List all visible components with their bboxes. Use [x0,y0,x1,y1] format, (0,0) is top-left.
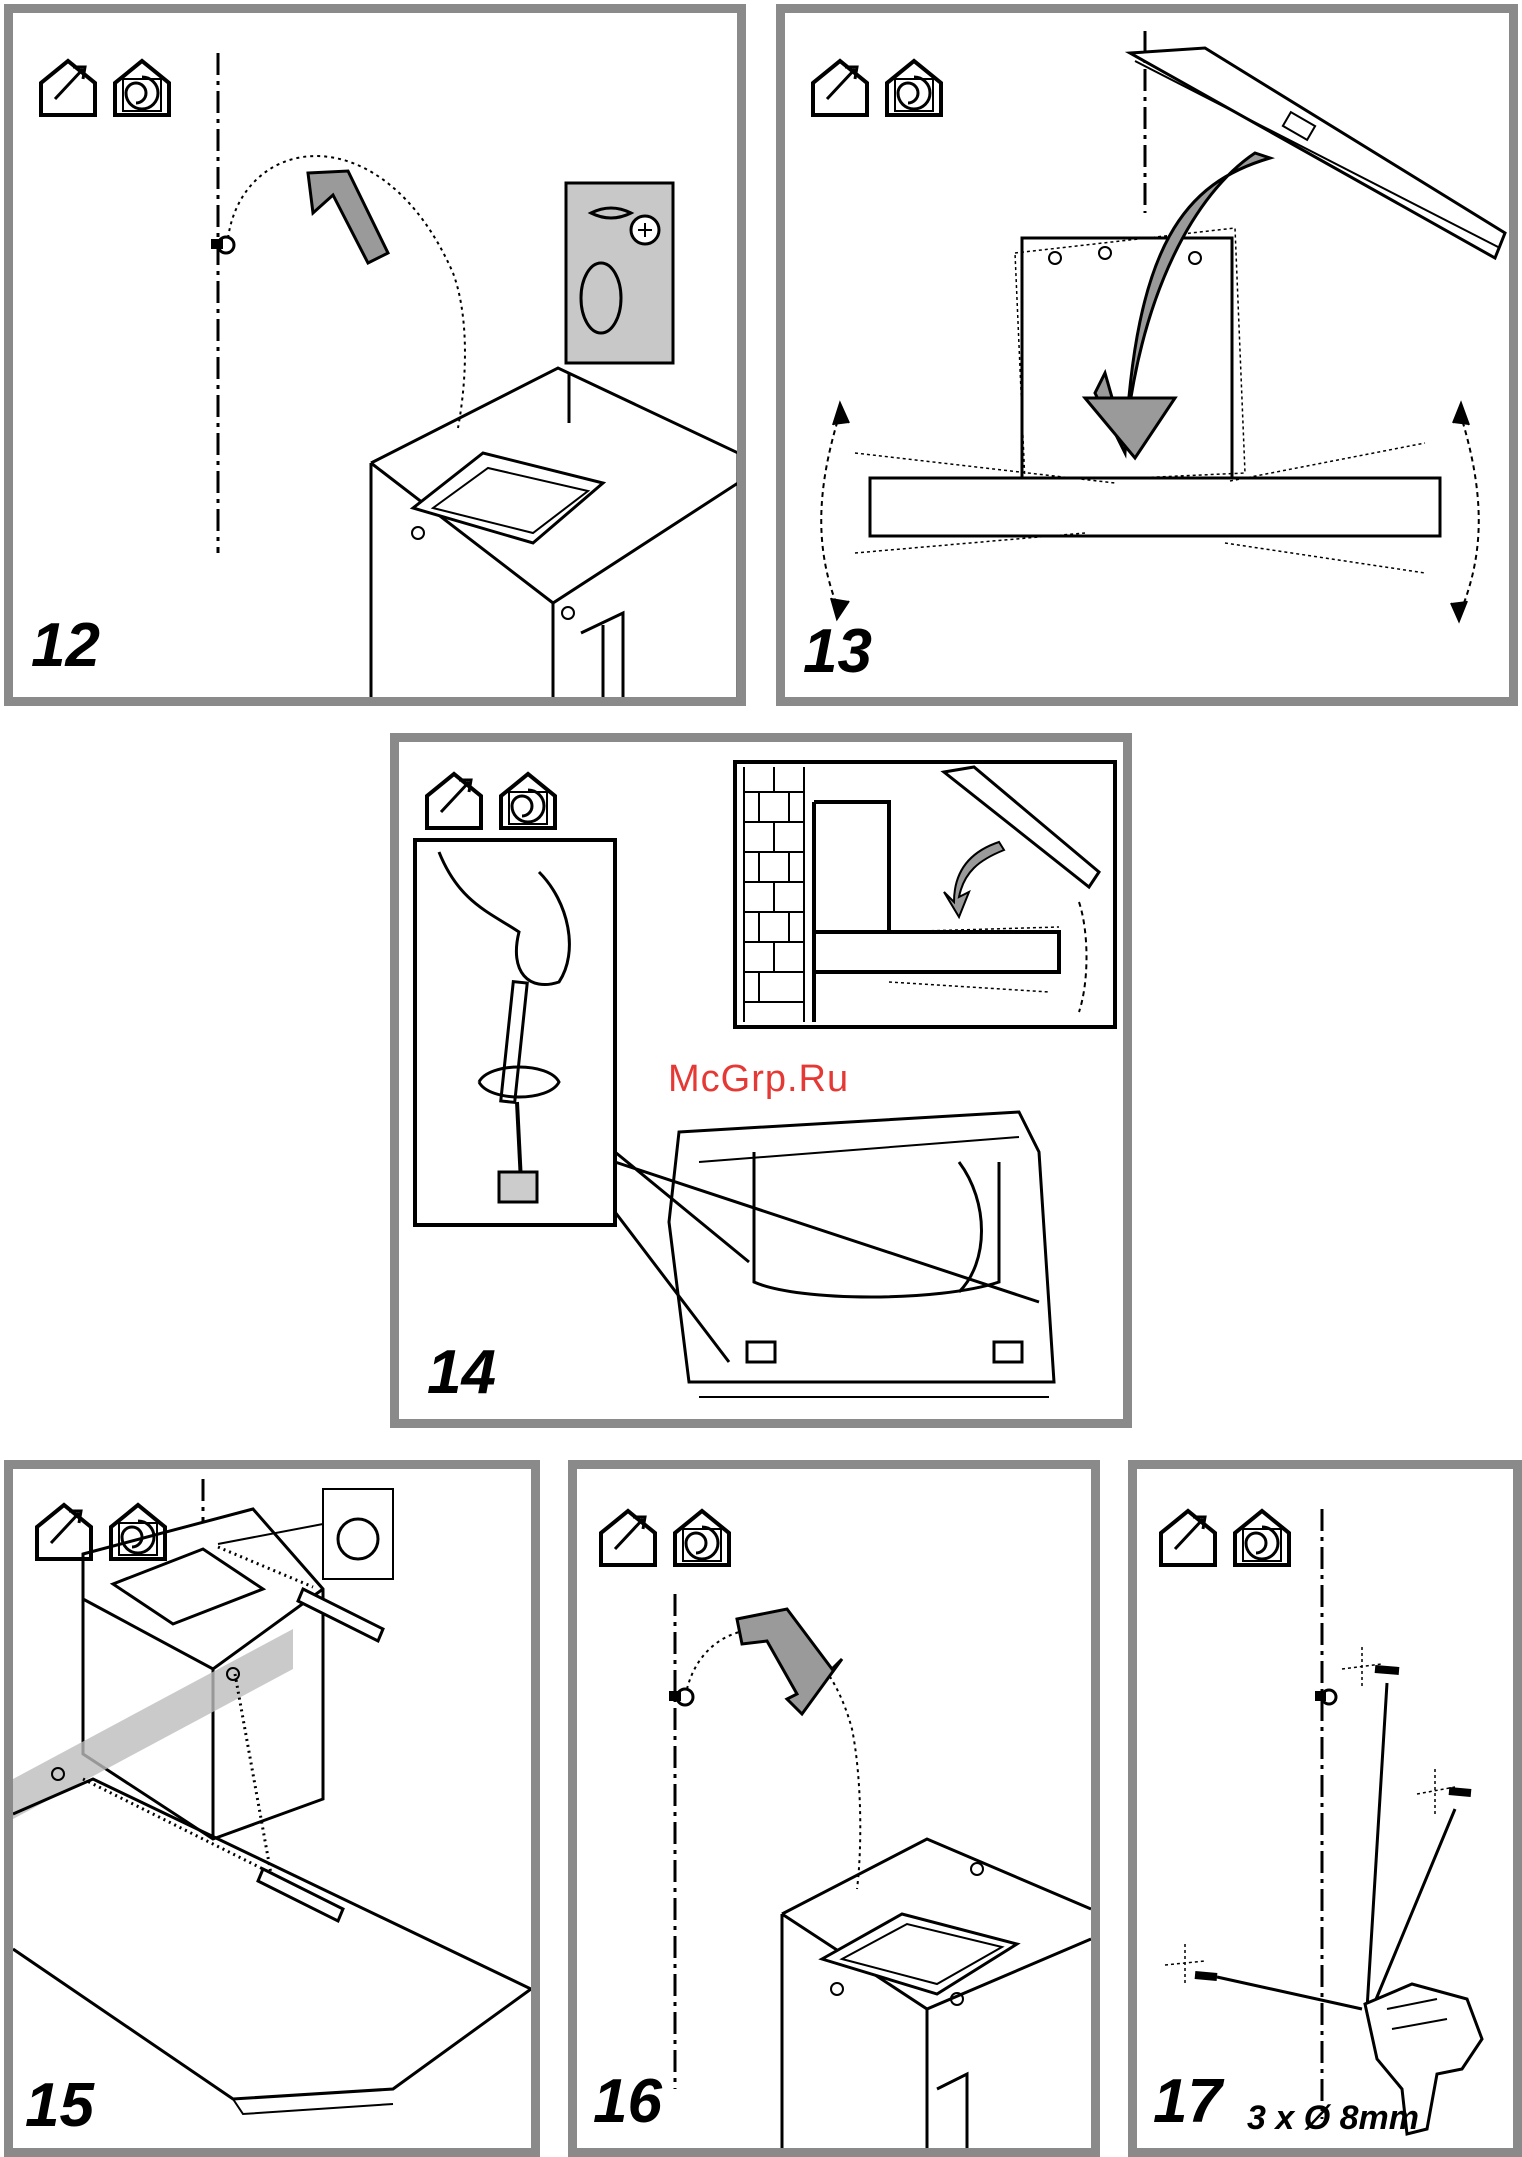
screw-icon [211,237,234,253]
screw-icon [1315,1690,1336,1704]
install-type-icons [31,1499,171,1561]
recirculation-icon [495,768,561,830]
step-number: 12 [31,615,100,677]
panel-step-12: 12 [4,4,746,706]
illustration-step-15 [13,1469,531,2148]
recirculation-icon [1229,1505,1295,1567]
step-number: 17 [1153,2071,1222,2133]
illustration-step-16 [577,1469,1091,2148]
watermark: McGrp.Ru [668,1058,849,1101]
wall-duct-vent-icon [421,768,487,830]
wall-duct-vent-icon [35,55,101,117]
panel-step-13: 13 [776,4,1518,706]
step-number: 13 [803,621,872,683]
wall-duct-vent-icon [807,55,873,117]
illustration-step-17 [1137,1469,1513,2148]
panel-step-15: 15 [4,1460,540,2157]
step-number: 16 [593,2071,662,2133]
panel-step-16: 16 [568,1460,1100,2157]
install-type-icons [35,55,175,117]
drill-size-caption: 3 x Ø 8mm [1247,2099,1419,2138]
panel-step-17: 17 3 x Ø 8mm [1128,1460,1522,2157]
step-number: 15 [25,2075,94,2137]
wall-duct-vent-icon [31,1499,97,1561]
recirculation-icon [105,1499,171,1561]
install-type-icons [595,1505,735,1567]
install-type-icons [1155,1505,1295,1567]
recirculation-icon [109,55,175,117]
recirculation-icon [669,1505,735,1567]
screw-icon [669,1689,693,1705]
install-type-icons [807,55,947,117]
wall-duct-vent-icon [595,1505,661,1567]
step-number: 14 [427,1342,496,1404]
wall-duct-vent-icon [1155,1505,1221,1567]
recirculation-icon [881,55,947,117]
install-type-icons [421,768,561,830]
